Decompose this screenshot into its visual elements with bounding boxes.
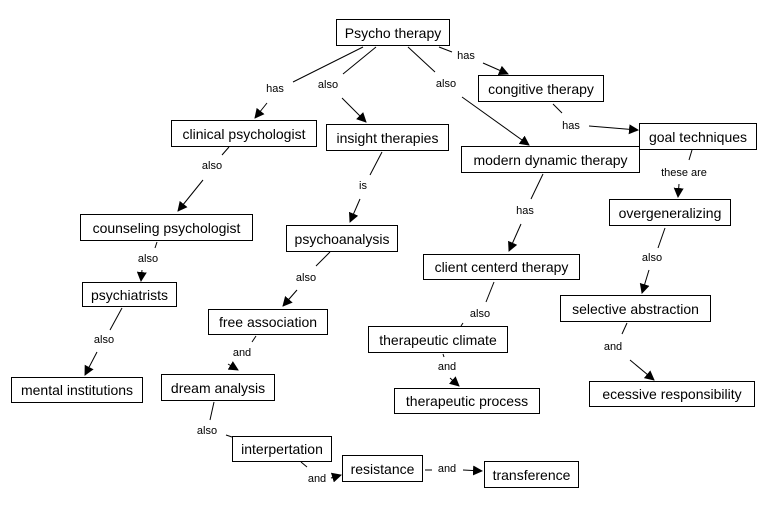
node-modern-dynamic-therapy[interactable]: modern dynamic therapy xyxy=(461,146,640,173)
link-line xyxy=(225,434,233,438)
link-arrow xyxy=(282,289,298,307)
link-arrow xyxy=(341,97,367,123)
link-label: also xyxy=(195,425,219,437)
link-label: also xyxy=(434,78,458,90)
node-goal-techniques[interactable]: goal techniques xyxy=(639,123,757,150)
link-arrow xyxy=(136,269,147,282)
link-arrow xyxy=(482,62,509,75)
link-arrow xyxy=(629,359,655,381)
link-label: also xyxy=(640,252,664,264)
link-arrow xyxy=(673,183,684,198)
link-label: also xyxy=(468,308,492,320)
node-transference[interactable]: transference xyxy=(484,461,579,488)
link-line xyxy=(621,322,628,335)
link-line xyxy=(315,251,331,267)
link-arrow xyxy=(349,198,361,223)
link-arrow xyxy=(461,96,530,146)
link-label: also xyxy=(136,253,160,265)
link-arrow xyxy=(462,465,483,476)
link-label: has xyxy=(456,50,476,62)
link-arrow xyxy=(330,472,342,483)
node-psycho-therapy[interactable]: Psycho therapy xyxy=(336,19,450,46)
link-arrow xyxy=(588,124,639,135)
node-congitive-therapy[interactable]: congitive therapy xyxy=(478,75,604,102)
link-arrow xyxy=(84,351,98,376)
link-line xyxy=(292,46,364,83)
link-line xyxy=(251,335,257,343)
node-selective-abstraction[interactable]: selective abstraction xyxy=(560,295,711,322)
link-line xyxy=(530,173,544,200)
link-line xyxy=(442,353,445,358)
node-free-association[interactable]: free association xyxy=(208,309,328,335)
link-line xyxy=(460,322,464,327)
node-mental-institutions[interactable]: mental institutions xyxy=(11,377,143,403)
link-arrow xyxy=(448,376,460,387)
link-label: also xyxy=(200,160,224,172)
link-arrow xyxy=(254,102,268,119)
node-ecessive-responsibility[interactable]: ecessive responsibility xyxy=(589,381,755,407)
node-therapeutic-process[interactable]: therapeutic process xyxy=(394,388,540,414)
link-arrow xyxy=(508,223,522,252)
link-arrow xyxy=(227,361,239,371)
link-line xyxy=(221,146,230,156)
link-line xyxy=(342,46,377,75)
link-label: and xyxy=(436,361,458,373)
link-label: these are xyxy=(660,167,708,179)
link-label: and xyxy=(306,473,328,485)
node-dream-analysis[interactable]: dream analysis xyxy=(161,374,275,401)
link-label: is xyxy=(358,180,368,192)
link-label: has xyxy=(265,83,285,95)
link-line xyxy=(300,461,308,468)
link-line xyxy=(209,401,215,421)
node-interpertation[interactable]: interpertation xyxy=(232,436,332,462)
link-label: also xyxy=(92,334,116,346)
link-label: also xyxy=(294,272,318,284)
node-psychiatrists[interactable]: psychiatrists xyxy=(82,282,177,307)
link-line xyxy=(369,151,383,176)
link-line xyxy=(154,241,158,249)
link-line xyxy=(688,149,693,161)
link-label: also xyxy=(316,79,340,91)
link-line xyxy=(485,281,495,303)
link-label: has xyxy=(561,120,581,132)
node-therapeutic-climate[interactable]: therapeutic climate xyxy=(368,326,508,353)
link-line xyxy=(407,46,436,73)
link-label: and xyxy=(436,463,458,475)
node-counseling-psychologist[interactable]: counseling psychologist xyxy=(80,214,253,241)
node-resistance[interactable]: resistance xyxy=(342,455,423,482)
link-line xyxy=(438,46,453,53)
node-clinical-psychologist[interactable]: clinical psychologist xyxy=(171,120,317,147)
node-client-centerd-therapy[interactable]: client centerd therapy xyxy=(423,254,580,280)
link-label: and xyxy=(602,341,624,353)
link-line xyxy=(552,103,563,114)
node-psychoanalysis[interactable]: psychoanalysis xyxy=(286,225,398,252)
link-label: and xyxy=(231,347,253,359)
link-line xyxy=(657,227,666,249)
link-line xyxy=(109,307,123,331)
link-arrow xyxy=(177,179,204,212)
node-overgeneralizing[interactable]: overgeneralizing xyxy=(609,199,731,226)
link-arrow xyxy=(639,269,650,294)
link-label: has xyxy=(515,205,535,217)
node-insight-therapies[interactable]: insight therapies xyxy=(326,124,449,151)
